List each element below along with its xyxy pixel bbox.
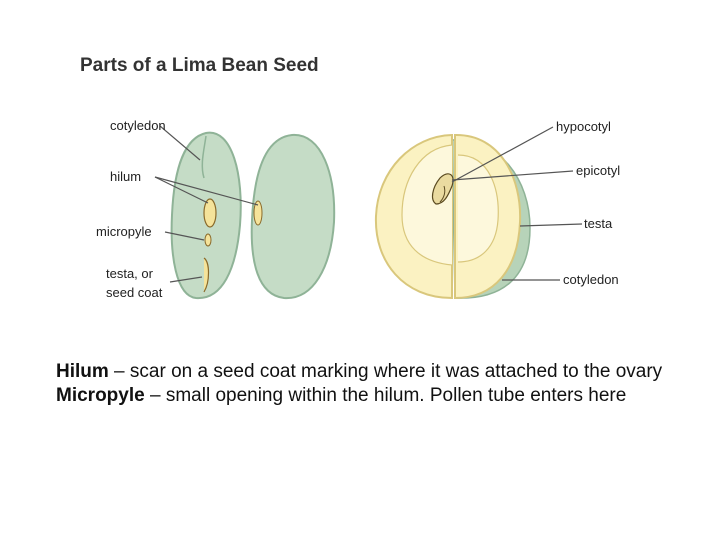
- hilum-definition: Hilum – scar on a seed coat marking wher…: [56, 360, 696, 384]
- label-cotyledon-left: cotyledon: [110, 118, 166, 133]
- hilum-term: Hilum: [56, 361, 109, 382]
- leader-lines: [154, 125, 583, 283]
- lima-bean-diagram: Parts of a Lima Bean Seed cotyledon h: [80, 55, 620, 300]
- label-cotyledon-right: cotyledon: [563, 272, 619, 287]
- opened-seed: [374, 133, 531, 300]
- label-hypocotyl: hypocotyl: [556, 119, 611, 134]
- label-testa-right: testa: [584, 216, 613, 231]
- label-testa-or: testa, or: [106, 266, 154, 281]
- green-seed-hilum-side: [170, 131, 242, 300]
- caption: Hilum – scar on a seed coat marking wher…: [56, 360, 696, 408]
- hilum-scar: [203, 198, 217, 228]
- diagram-title: Parts of a Lima Bean Seed: [80, 55, 319, 76]
- green-seed-outer-side: [250, 133, 336, 300]
- label-seed-coat: seed coat: [106, 285, 163, 300]
- micropyle-text: – small opening within the hilum. Pollen…: [144, 385, 627, 406]
- label-micropyle: micropyle: [96, 224, 152, 239]
- micropyle-term: Micropyle: [56, 385, 145, 406]
- hilum-text: – scar on a seed coat marking where it w…: [108, 361, 663, 382]
- micropyle-definition: Micropyle – small opening within the hil…: [56, 384, 696, 408]
- testa-fold: [203, 257, 210, 293]
- embryo: [431, 173, 454, 205]
- label-hilum: hilum: [110, 169, 141, 184]
- micropyle-opening: [204, 233, 212, 247]
- hilum-scar-outer: [253, 200, 263, 226]
- label-epicotyl: epicotyl: [576, 163, 620, 178]
